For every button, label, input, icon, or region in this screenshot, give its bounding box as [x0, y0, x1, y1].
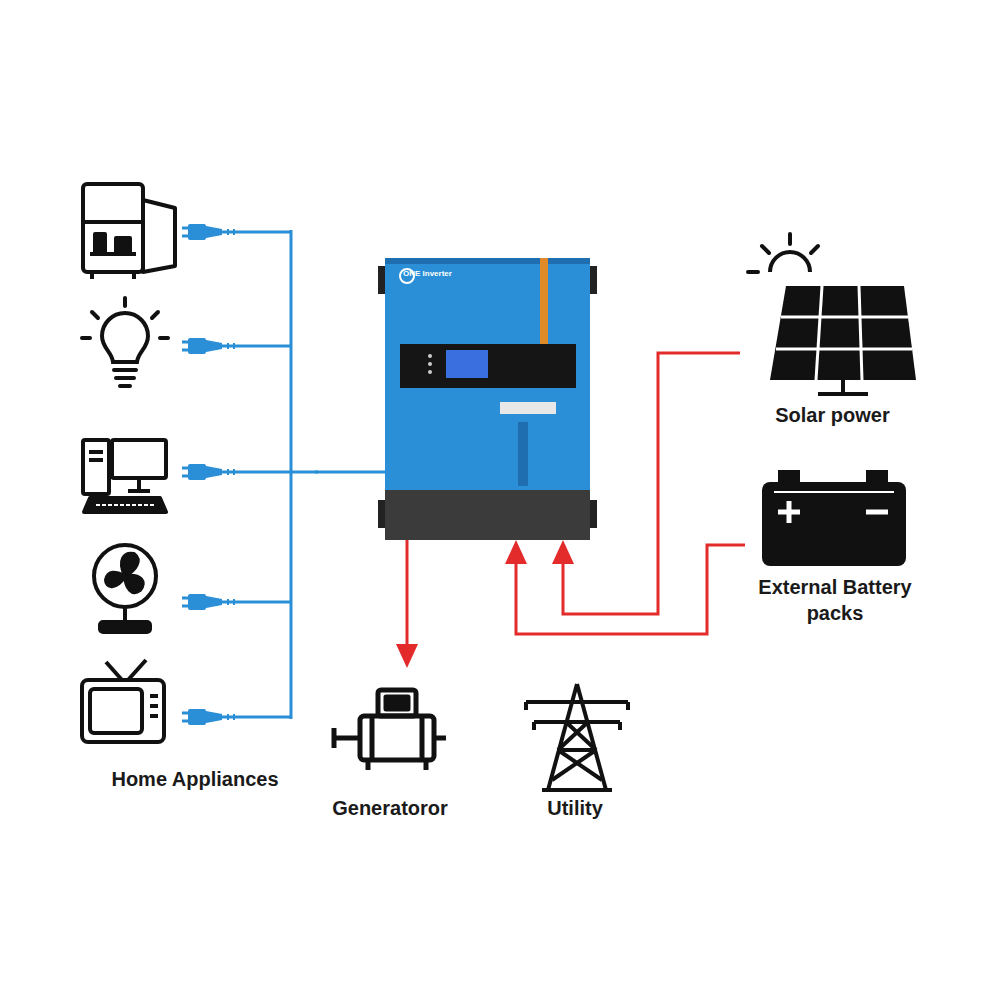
generator-source: Generatoror — [320, 668, 460, 825]
source-label: Generatoror — [332, 795, 448, 821]
source-label: External Battery packs — [755, 574, 915, 626]
appliance-wiring — [182, 224, 318, 725]
fridge-icon — [83, 184, 175, 279]
tv-icon — [82, 660, 164, 742]
source-label: Solar power — [775, 402, 889, 428]
computer-icon — [83, 440, 166, 512]
connector — [563, 353, 740, 614]
battery-icon — [762, 470, 906, 566]
appliances-group: Home Appliances — [75, 175, 315, 797]
utility-tower-icon — [526, 684, 628, 790]
group-label: Home Appliances — [111, 766, 278, 792]
arrowhead — [505, 540, 527, 564]
connector — [516, 545, 745, 634]
solar-panel-icon — [748, 234, 916, 394]
inverter-box: ONE Inverter — [385, 258, 590, 540]
fan-icon — [94, 545, 156, 632]
connector — [406, 540, 409, 644]
utility-source: Utility — [505, 680, 645, 825]
source-label: Utility — [547, 795, 603, 821]
solar-source: Solar power — [740, 228, 925, 432]
arrowhead — [552, 540, 574, 564]
arrowhead — [396, 644, 418, 668]
bulb-icon — [82, 298, 168, 386]
connector — [315, 471, 385, 474]
brand-label: ONE Inverter — [385, 269, 452, 279]
battery-source: External Battery packs — [745, 465, 925, 630]
generator-icon — [334, 690, 446, 770]
inverter-illustration — [378, 258, 597, 540]
